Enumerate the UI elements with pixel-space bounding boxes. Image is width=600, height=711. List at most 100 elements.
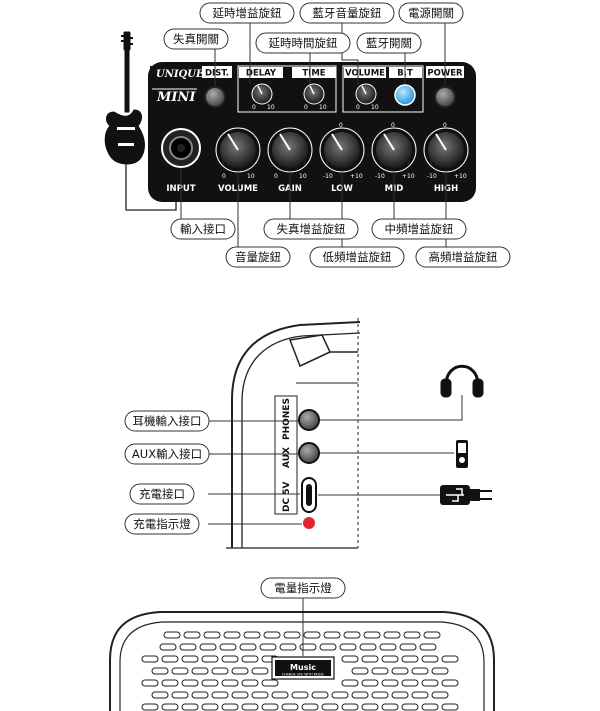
grille-slot	[361, 655, 379, 663]
grille-slot	[421, 655, 439, 663]
grille-slot	[231, 667, 249, 675]
grille-slot	[371, 691, 389, 699]
grille-slot	[241, 655, 259, 663]
svg-text:延時時間旋鈕: 延時時間旋鈕	[269, 36, 338, 50]
grille-slot	[141, 679, 159, 687]
grille-slot	[421, 679, 439, 687]
input-jack[interactable]	[161, 128, 201, 168]
btvol-scale-max: 10	[371, 104, 379, 111]
headphone-jack[interactable]	[298, 409, 320, 431]
grille-slot	[179, 643, 197, 651]
callout-delay-gain: 延時增益旋鈕	[199, 2, 295, 24]
label-delay: DELAY	[246, 69, 277, 79]
grille-slot	[379, 643, 397, 651]
grille-slot	[259, 643, 277, 651]
mid-knob[interactable]	[371, 127, 417, 173]
grille-slot	[381, 703, 399, 711]
dist-switch[interactable]	[204, 86, 226, 108]
grille-slot	[319, 643, 337, 651]
grille-slot	[401, 679, 419, 687]
power-switch[interactable]	[434, 86, 456, 108]
front-body	[109, 611, 495, 711]
callout-input-jack: 輸入接口	[170, 218, 236, 240]
delay-scale-min: 0	[252, 104, 256, 111]
grille-slot	[403, 631, 421, 639]
grille-slot	[191, 667, 209, 675]
headphones-icon	[440, 364, 484, 398]
grille-slot	[361, 679, 379, 687]
grille-slot	[383, 631, 401, 639]
high-knob[interactable]	[423, 127, 469, 173]
mid-scale-min: -10	[375, 173, 385, 180]
svg-text:藍牙音量旋鈕: 藍牙音量旋鈕	[313, 6, 382, 20]
grille-slot	[359, 643, 377, 651]
callout-volume-knob: 音量旋鈕	[225, 246, 291, 268]
grille-slot	[161, 703, 179, 711]
grille-slot	[419, 643, 437, 651]
svg-text:高頻增益旋鈕: 高頻增益旋鈕	[429, 250, 498, 264]
bt-switch[interactable]	[394, 84, 416, 106]
grille-slot	[211, 691, 229, 699]
grille-slot	[199, 643, 217, 651]
delay-time-knob[interactable]	[303, 83, 325, 105]
grille-slot	[411, 691, 429, 699]
grille-slot	[431, 691, 449, 699]
label-time: TIME	[302, 69, 325, 79]
grille-slot	[203, 631, 221, 639]
logo-main: Music	[290, 663, 316, 672]
aux-jack[interactable]	[298, 442, 320, 464]
grille-slot	[441, 655, 459, 663]
svg-text:中頻增益旋鈕: 中頻增益旋鈕	[385, 222, 454, 236]
svg-text:耳機輸入接口: 耳機輸入接口	[133, 414, 202, 428]
volume-scale-min: 0	[222, 173, 226, 180]
grille-slot	[151, 691, 169, 699]
volume-knob[interactable]	[215, 127, 261, 173]
svg-text:輸入接口: 輸入接口	[180, 222, 226, 236]
grille-slot	[431, 667, 449, 675]
delay-gain-knob[interactable]	[251, 83, 273, 105]
callout-dist-gain: 失真增益旋鈕	[263, 218, 359, 240]
grille-slot	[421, 703, 439, 711]
svg-text:延時增益旋鈕: 延時增益旋鈕	[213, 6, 282, 20]
grille-slot	[331, 691, 349, 699]
grille-slot	[391, 667, 409, 675]
grille-slot	[311, 691, 329, 699]
callout-power-switch: 電源開關	[398, 2, 464, 24]
svg-text:電量指示燈: 電量指示燈	[274, 581, 332, 595]
grille-slot	[423, 631, 441, 639]
grille-slot	[223, 631, 241, 639]
guitar-icon	[104, 31, 145, 165]
grille-slot	[171, 691, 189, 699]
grille-slot	[181, 679, 199, 687]
grille-slot	[261, 703, 279, 711]
brand-logo: Music CHANGE LIFE WITH MUSIC	[271, 656, 335, 680]
grille-slot	[351, 691, 369, 699]
mid-scale-center: 0	[391, 122, 395, 129]
grille-slot	[351, 667, 369, 675]
svg-text:音量旋鈕: 音量旋鈕	[235, 250, 281, 264]
mid-scale-max: +10	[402, 173, 415, 180]
gain-knob[interactable]	[267, 127, 313, 173]
grille-slot	[151, 667, 169, 675]
low-knob[interactable]	[319, 127, 365, 173]
leader-lines-side	[208, 395, 463, 525]
grille-slot	[343, 631, 361, 639]
grille-slot	[243, 631, 261, 639]
grille-slot	[141, 655, 159, 663]
svg-text:充電指示燈: 充電指示燈	[133, 517, 191, 531]
callout-high-gain: 高頻增益旋鈕	[415, 246, 511, 268]
grille-slot	[251, 691, 269, 699]
grille-slot	[201, 655, 219, 663]
grille-slot	[159, 643, 177, 651]
gain-scale-min: 0	[274, 173, 278, 180]
grille-slot	[261, 679, 279, 687]
callout-delay-time: 延時時間旋鈕	[255, 32, 351, 54]
bt-volume-knob[interactable]	[355, 83, 377, 105]
speaker-grille	[141, 631, 459, 711]
grille-slot	[301, 703, 319, 711]
grille-slot	[191, 691, 209, 699]
callout-mid-gain: 中頻增益旋鈕	[371, 218, 467, 240]
time-scale-min: 0	[304, 104, 308, 111]
gain-scale-max: 10	[299, 173, 307, 180]
